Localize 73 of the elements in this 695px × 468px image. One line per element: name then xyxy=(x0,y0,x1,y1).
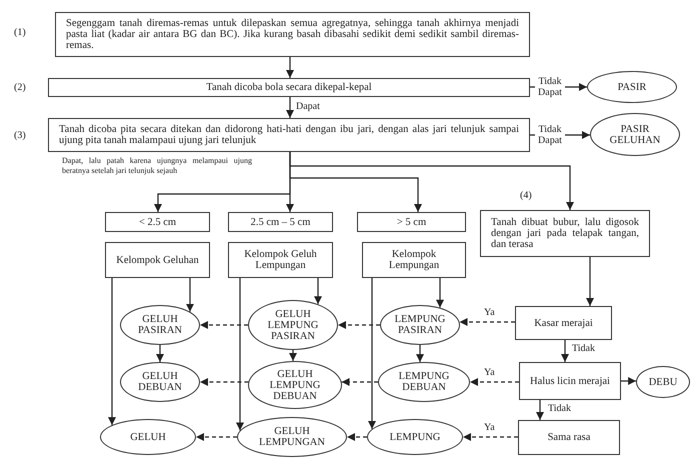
box-text: Segenggam tanah diremas-remas untuk dilepaskan semua agregatnya, sehingga tanah akhirnya menjadi pasta liat (kadar air antara BG dan BC). Jika kurang basah dibasahi sedikit demi sedikit sambil diremas-remas. xyxy=(65,18,520,51)
result-text: GELUH DEBUAN xyxy=(137,371,183,393)
step-number: (4) xyxy=(520,190,532,201)
process-box xyxy=(105,212,210,232)
result-text: LEMPUNG DEBUAN xyxy=(398,371,450,393)
arrow xyxy=(470,378,519,386)
step-number: (2) xyxy=(14,82,26,93)
result-text: PASIR GELUHAN xyxy=(608,124,662,146)
box-text: 2.5 cm – 5 cm xyxy=(250,216,312,228)
edge-note: Dapat, lalu patah karena ujungnya melampaui ujung beratnya setelah jari telunjuk sejauh xyxy=(62,156,252,176)
result-ellipse xyxy=(367,419,463,455)
box-text: Kelompok Geluhan xyxy=(115,254,200,266)
arrow xyxy=(338,321,380,329)
process-box xyxy=(518,420,620,455)
arrow xyxy=(368,278,376,429)
arrow xyxy=(286,57,294,78)
arrow xyxy=(314,278,322,304)
arrow xyxy=(561,340,569,362)
process-box xyxy=(228,212,333,232)
step-number: (3) xyxy=(14,130,26,141)
arrow xyxy=(186,278,194,312)
process-box xyxy=(362,242,466,278)
edge-label: Tidak Dapat xyxy=(535,124,565,146)
result-text: LEMPUNG PASIRAN xyxy=(394,314,446,336)
result-text: GELUH PASIRAN xyxy=(137,314,183,336)
process-box xyxy=(48,118,530,152)
result-text: PASIR xyxy=(616,82,648,92)
box-text: Tanah dicoba pita secara ditekan dan didorong hati-hati dengan ibu jari, dengan alas jari telunjuk sampai ujung pita tanah malampaui ujung jari telunjuk xyxy=(58,124,520,146)
result-text: GELUH LEMPUNGAN xyxy=(258,426,326,448)
box-text: Sama rasa xyxy=(546,432,592,443)
arrow xyxy=(196,433,237,441)
edge-label: Tidak Dapat xyxy=(535,76,565,98)
arrow xyxy=(289,152,574,210)
result-text: GELUH xyxy=(129,432,167,442)
arrow xyxy=(108,278,116,426)
arrow xyxy=(536,400,544,420)
result-text: DEBU xyxy=(648,376,678,388)
arrow xyxy=(621,377,636,385)
process-box xyxy=(515,306,612,340)
arrow xyxy=(200,378,248,386)
process-box xyxy=(48,78,530,97)
arrow xyxy=(347,433,367,441)
process-box xyxy=(357,212,466,232)
arrow xyxy=(286,97,294,118)
box-text: Kelompok Geluh Lempungan xyxy=(243,249,318,271)
arrow xyxy=(463,433,518,441)
arrow xyxy=(342,378,378,386)
box-text: Halus licin merajai xyxy=(529,376,611,386)
process-box xyxy=(228,242,333,278)
result-ellipse xyxy=(237,417,347,457)
arrow xyxy=(436,278,444,308)
result-ellipse xyxy=(636,366,690,398)
process-box xyxy=(480,210,650,257)
result-text: GELUH LEMPUNG DEBUAN xyxy=(268,368,322,402)
arrow xyxy=(460,318,515,326)
box-text: Tanah dibuat bubur, lalu digosok dengan jari pada telapak tangan, dan terasa xyxy=(490,217,640,250)
box-text: Kelompok Lempungan xyxy=(388,249,440,271)
box-text: > 5 cm xyxy=(396,216,428,228)
arrow xyxy=(289,350,297,361)
result-text: GELUH LEMPUNG PASIRAN xyxy=(266,308,320,342)
arrow xyxy=(200,321,248,329)
arrow xyxy=(586,257,594,306)
process-box xyxy=(519,362,621,400)
step-number: (1) xyxy=(14,27,26,38)
result-text: LEMPUNG xyxy=(388,432,442,442)
box-text: Kasar merajai xyxy=(533,318,594,328)
box-text: Tanah dicoba bola secara dikepal-kepal xyxy=(205,82,373,93)
arrow xyxy=(156,345,164,362)
process-box xyxy=(105,242,210,278)
process-box xyxy=(55,12,530,57)
box-text: < 2.5 cm xyxy=(138,216,178,228)
arrow xyxy=(416,345,424,362)
arrow xyxy=(236,278,244,430)
